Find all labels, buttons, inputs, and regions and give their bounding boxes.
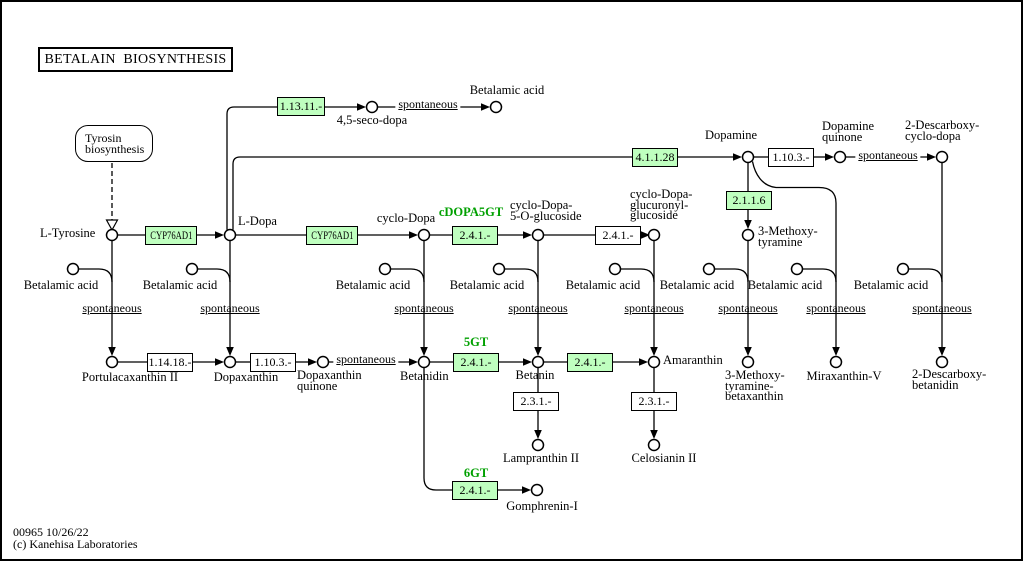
- enzyme-box-2.3.1-betanin[interactable]: 2.3.1.-: [513, 392, 559, 411]
- enzyme-box-2.4.1-white[interactable]: 2.4.1.-: [595, 226, 641, 245]
- node-3-methoxytyramine-betaxanthin[interactable]: [741, 355, 755, 369]
- node-betalamic-acid[interactable]: [66, 262, 80, 276]
- node-l-tyrosine[interactable]: [105, 228, 119, 242]
- node-3-methoxytyramine[interactable]: [741, 228, 755, 242]
- node-betalamic-acid[interactable]: [378, 262, 392, 276]
- spontaneous-link[interactable]: spontaneous: [333, 353, 399, 365]
- spontaneous-link[interactable]: spontaneous: [200, 301, 260, 315]
- enzyme-box-cyp76ad1-2[interactable]: CYP76AD1: [306, 226, 358, 245]
- node-dopamine[interactable]: [741, 150, 755, 164]
- spontaneous-link[interactable]: spontaneous: [394, 301, 454, 315]
- node-betalamic-acid[interactable]: [185, 262, 199, 276]
- node-gomphrenin-i[interactable]: [530, 483, 544, 497]
- enzyme-box-2.4.1-6gt[interactable]: 2.4.1.-: [452, 481, 498, 500]
- node-miraxanthin-v[interactable]: [829, 355, 843, 369]
- spontaneous-link[interactable]: spontaneous: [508, 301, 568, 315]
- spontaneous-link[interactable]: spontaneous: [395, 98, 461, 110]
- compound-nodes: [66, 100, 949, 497]
- node-dopaxanthin[interactable]: [223, 355, 237, 369]
- node-celosianin-ii[interactable]: [647, 438, 661, 452]
- arrowheads: [108, 103, 946, 494]
- node-portulacaxanthin-ii[interactable]: [105, 355, 119, 369]
- node-cyclo-dopa-glucuronyl-glucoside[interactable]: [647, 228, 661, 242]
- node-betalamic-acid[interactable]: [790, 262, 804, 276]
- enzyme-box-2.4.1-cdopa5gt[interactable]: 2.4.1.-: [452, 226, 498, 245]
- enzyme-box-2.4.1-green2[interactable]: 2.4.1.-: [567, 353, 613, 372]
- enzyme-box-1.14.18[interactable]: 1.14.18.-: [147, 353, 193, 372]
- node-cyclo-dopa-5-o-glucoside[interactable]: [531, 228, 545, 242]
- spontaneous-link[interactable]: spontaneous: [718, 301, 778, 315]
- node-l-dopa[interactable]: [223, 228, 237, 242]
- map-title: BETALAIN BIOSYNTHESIS: [38, 47, 233, 72]
- node-betalamic-acid-top[interactable]: [489, 100, 503, 114]
- open-arrowhead: [105, 219, 119, 232]
- node-betanidin[interactable]: [417, 355, 431, 369]
- node-betalamic-acid[interactable]: [608, 262, 622, 276]
- node-dopamine-quinone[interactable]: [833, 150, 847, 164]
- node-2-descarboxy-betanidin[interactable]: [935, 355, 949, 369]
- node-betalamic-acid[interactable]: [896, 262, 910, 276]
- enzyme-box-1.10.3-bottom[interactable]: 1.10.3.-: [250, 353, 296, 372]
- gene-label-6gt: 6GT: [463, 466, 489, 480]
- enzyme-box-1.10.3-top[interactable]: 1.10.3.-: [768, 148, 814, 167]
- enzyme-box-2.4.1-5gt[interactable]: 2.4.1.-: [453, 353, 499, 372]
- spontaneous-link[interactable]: spontaneous: [624, 301, 684, 315]
- spontaneous-link[interactable]: spontaneous: [82, 301, 142, 315]
- enzyme-box-2.3.1-amaranthin[interactable]: 2.3.1.-: [631, 392, 677, 411]
- map-footer-credits: 00965 10/26/22 (c) Kanehisa Laboratories: [13, 525, 138, 551]
- spontaneous-link[interactable]: spontaneous: [806, 301, 866, 315]
- node-betanin[interactable]: [531, 355, 545, 369]
- enzyme-box-2.1.1.6[interactable]: 2.1.1.6: [726, 191, 772, 210]
- node-dopaxanthin-quinone[interactable]: [316, 355, 330, 369]
- node-betalamic-acid[interactable]: [492, 262, 506, 276]
- node-45-seco-dopa[interactable]: [365, 100, 379, 114]
- gene-label-5gt: 5GT: [463, 335, 489, 349]
- node-amaranthin[interactable]: [647, 355, 661, 369]
- node-betalamic-acid[interactable]: [702, 262, 716, 276]
- enzyme-box-4.1.1.28[interactable]: 4.1.1.28: [632, 148, 678, 167]
- enzyme-box-cyp76ad1-1[interactable]: CYP76AD1: [145, 226, 197, 245]
- node-cyclo-dopa[interactable]: [417, 228, 431, 242]
- linked-pathway-tyrosine-biosynthesis[interactable]: Tyrosin biosynthesis: [75, 125, 153, 162]
- node-lampranthin-ii[interactable]: [531, 438, 545, 452]
- node-2-descarboxy-cyclo-dopa[interactable]: [935, 150, 949, 164]
- spontaneous-link[interactable]: spontaneous: [855, 149, 921, 161]
- spontaneous-link[interactable]: spontaneous: [912, 301, 972, 315]
- enzyme-box-1.13.11[interactable]: 1.13.11.-: [277, 97, 325, 116]
- gene-label-cdopa5gt: cDOPA5GT: [438, 205, 504, 219]
